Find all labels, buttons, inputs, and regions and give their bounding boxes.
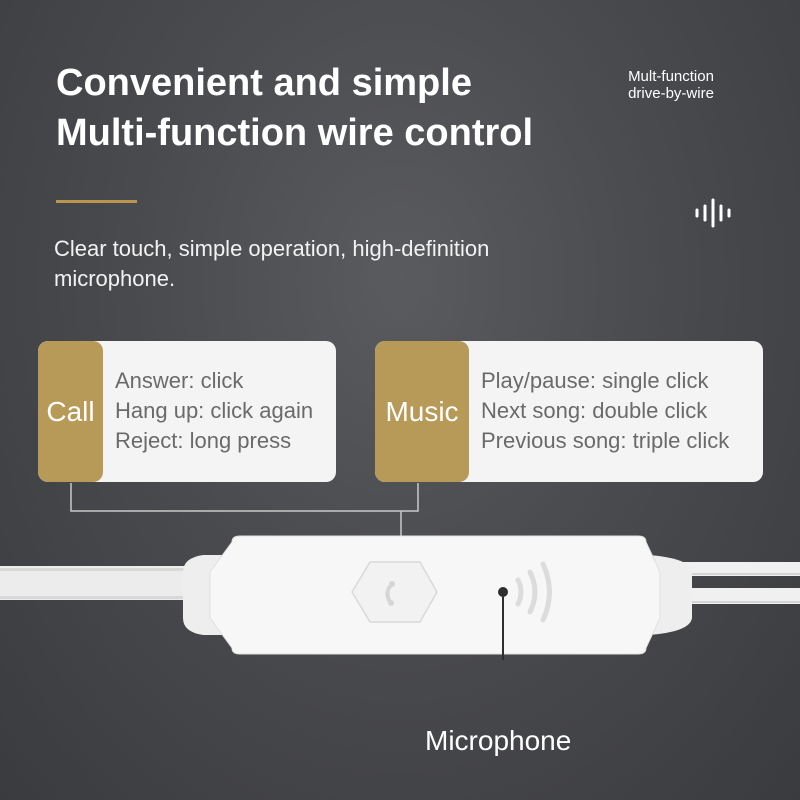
microphone-label: Microphone	[425, 725, 572, 756]
title-line-1: Convenient and simple	[56, 62, 472, 104]
remote-button	[351, 561, 438, 623]
call-instruction-hang-up: Hang up: click again	[115, 398, 314, 423]
title-line-2: Multi-function wire control	[56, 112, 534, 154]
side-note-line-1: Mult-function	[628, 68, 714, 85]
microphone-hole	[498, 587, 508, 597]
call-instruction-reject: Reject: long press	[115, 428, 292, 453]
subtitle: Clear touch, simple operation, high-defi…	[54, 236, 490, 291]
music-card: Music Play/pause: single click Next song…	[375, 341, 763, 482]
music-instruction-play-pause: Play/pause: single click	[481, 368, 709, 393]
call-instructions: Answer: click Hang up: click again Rejec…	[115, 366, 313, 456]
music-instructions: Play/pause: single click Next song: doub…	[481, 366, 729, 456]
side-note-line-2: drive-by-wire	[628, 85, 714, 102]
earphone-cable	[0, 562, 800, 604]
microphone-waves-icon	[515, 561, 552, 623]
call-card: Call Answer: click Hang up: click again …	[38, 341, 336, 482]
remote-control	[0, 535, 800, 660]
side-note: Mult-function drive-by-wire	[601, 68, 741, 102]
call-instruction-answer: Answer: click	[115, 368, 244, 393]
gold-divider	[56, 200, 137, 203]
music-instruction-next: Next song: double click	[481, 398, 708, 423]
sound-wave-icon	[695, 198, 731, 228]
music-tag: Music	[375, 341, 469, 482]
phone-icon	[385, 581, 395, 606]
music-instruction-previous: Previous song: triple click	[481, 428, 730, 453]
call-tag: Call	[38, 341, 103, 482]
page-title: Convenient and simple Multi-function wir…	[56, 58, 533, 158]
